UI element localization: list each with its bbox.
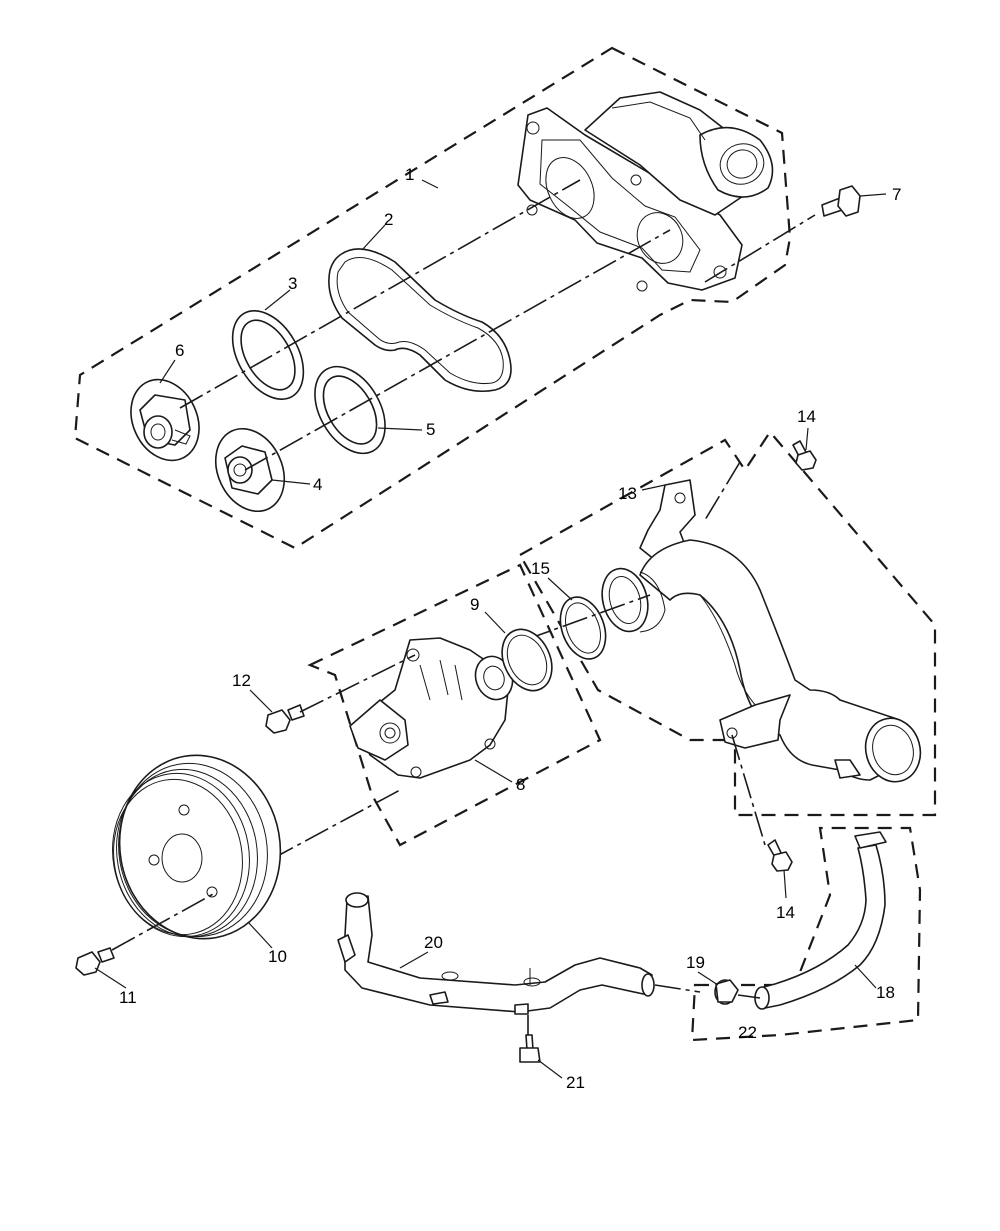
callout-labels: 1 2 3 4 5 6 7 8 9 10 11 12 13 14 14 15 1… bbox=[119, 165, 901, 1092]
axis-line bbox=[111, 892, 216, 951]
coolant-pipe-13 bbox=[601, 479, 922, 783]
callout-22: 22 bbox=[738, 1023, 757, 1042]
axis-line bbox=[269, 789, 401, 861]
callout-13: 13 bbox=[618, 484, 637, 503]
hose-18 bbox=[754, 831, 887, 1010]
callout-5: 5 bbox=[426, 420, 435, 439]
callout-9: 9 bbox=[470, 595, 479, 614]
callout-8: 8 bbox=[516, 775, 525, 794]
axis-line bbox=[244, 229, 671, 471]
callout-11: 11 bbox=[119, 988, 137, 1007]
housing-gasket-inner bbox=[336, 257, 504, 384]
bolt-11 bbox=[75, 947, 115, 976]
callout-14-upper: 14 bbox=[797, 407, 816, 426]
axis-line bbox=[704, 214, 816, 283]
leader-lines bbox=[94, 179, 887, 1079]
callout-18: 18 bbox=[876, 983, 895, 1002]
bolt-7 bbox=[821, 185, 861, 217]
callout-20: 20 bbox=[424, 933, 443, 952]
o-ring-9 bbox=[501, 628, 553, 692]
axis-line bbox=[737, 994, 761, 999]
callout-19: 19 bbox=[686, 953, 705, 972]
bolt-21 bbox=[519, 1034, 541, 1063]
callout-7: 7 bbox=[892, 185, 901, 204]
callout-1: 1 bbox=[405, 165, 414, 184]
axis-line bbox=[654, 984, 701, 993]
housing-gasket bbox=[328, 248, 512, 393]
group-1-boundary bbox=[73, 46, 792, 550]
callout-15: 15 bbox=[531, 559, 550, 578]
group-8-boundary bbox=[307, 563, 602, 847]
callout-12: 12 bbox=[232, 671, 251, 690]
coolant-tube-20 bbox=[337, 892, 655, 1015]
bolt-14-upper bbox=[792, 440, 817, 471]
seal-ring-3 bbox=[231, 310, 305, 400]
axis-line bbox=[179, 179, 581, 409]
water-pump-8 bbox=[349, 637, 514, 779]
pulley-10 bbox=[112, 754, 282, 940]
thermostat-4 bbox=[214, 427, 286, 513]
callout-3: 3 bbox=[288, 274, 297, 293]
group-13-boundary bbox=[518, 430, 937, 817]
bolt-14-lower bbox=[767, 839, 793, 872]
clamp-19 bbox=[714, 979, 739, 1005]
axis-line bbox=[524, 594, 651, 641]
axis-line bbox=[731, 734, 766, 846]
callout-6: 6 bbox=[175, 341, 184, 360]
callout-21: 21 bbox=[566, 1073, 585, 1092]
axis-line bbox=[299, 654, 416, 713]
callout-14-lower: 14 bbox=[776, 903, 795, 922]
thermostat-housing bbox=[517, 91, 774, 292]
thermostat-6 bbox=[130, 378, 200, 462]
group-22-boundary bbox=[690, 826, 922, 1042]
callout-2: 2 bbox=[384, 210, 393, 229]
callout-10: 10 bbox=[268, 947, 287, 966]
axis-line bbox=[704, 461, 741, 521]
o-ring-15 bbox=[559, 596, 607, 660]
bolt-12 bbox=[265, 704, 305, 734]
callout-4: 4 bbox=[313, 475, 322, 494]
